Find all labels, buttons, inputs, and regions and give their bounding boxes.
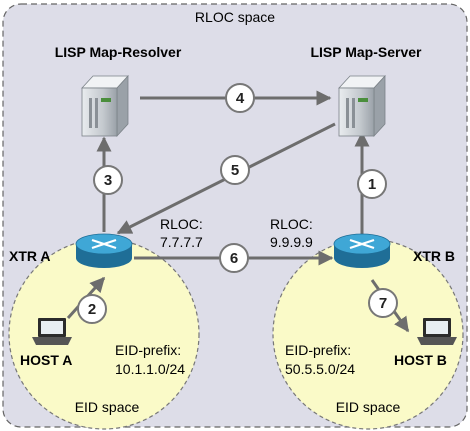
eid-space-a-label: EID space xyxy=(75,399,140,415)
step-number-7: 7 xyxy=(379,295,387,312)
eid-space-b-label: EID space xyxy=(336,399,401,415)
xtr-a-router-icon xyxy=(75,233,133,268)
rloc-space-label: RLOC space xyxy=(195,9,275,25)
step-badge-2: 2 xyxy=(77,294,107,324)
step-number-1: 1 xyxy=(368,176,376,193)
step-number-3: 3 xyxy=(104,172,112,189)
step-badge-6: 6 xyxy=(219,243,249,273)
step-number-4: 4 xyxy=(236,90,245,107)
xtr-b-router-icon xyxy=(333,233,391,268)
step-badge-3: 3 xyxy=(93,165,123,195)
step-badge-4: 4 xyxy=(225,83,255,113)
map-resolver-label: LISP Map-Resolver xyxy=(55,44,182,60)
map-server-label: LISP Map-Server xyxy=(310,44,422,60)
map-server-server-icon xyxy=(338,74,386,138)
host-a-laptop-icon xyxy=(32,318,72,345)
step-number-6: 6 xyxy=(230,250,238,267)
step-badge-5: 5 xyxy=(220,155,250,185)
host-a-label: HOST A xyxy=(20,352,72,368)
host-b-laptop-icon xyxy=(417,318,457,345)
xtr-a-label: XTR A xyxy=(9,248,50,264)
eid-a-prefix-value: 10.1.1.0/24 xyxy=(115,361,185,377)
xtr-b-rloc-label: RLOC: xyxy=(270,216,313,232)
eid-b-prefix-value: 50.5.5.0/24 xyxy=(285,361,355,377)
step-number-2: 2 xyxy=(88,301,96,318)
step-badge-1: 1 xyxy=(357,169,387,199)
step-badge-7: 7 xyxy=(368,288,398,318)
step-number-5: 5 xyxy=(231,162,239,179)
map-resolver-server-icon xyxy=(81,74,129,138)
eid-b-prefix-label: EID-prefix: xyxy=(285,342,351,358)
host-b-label: HOST B xyxy=(394,352,447,368)
xtr-b-rloc-value: 9.9.9.9 xyxy=(270,234,313,250)
eid-a-prefix-label: EID-prefix: xyxy=(115,342,181,358)
xtr-a-rloc-value: 7.7.7.7 xyxy=(160,234,203,250)
xtr-a-rloc-label: RLOC: xyxy=(160,216,203,232)
xtr-b-label: XTR B xyxy=(413,248,455,264)
eid-space-a-area xyxy=(8,238,200,430)
eid-space-b-area xyxy=(272,238,464,430)
